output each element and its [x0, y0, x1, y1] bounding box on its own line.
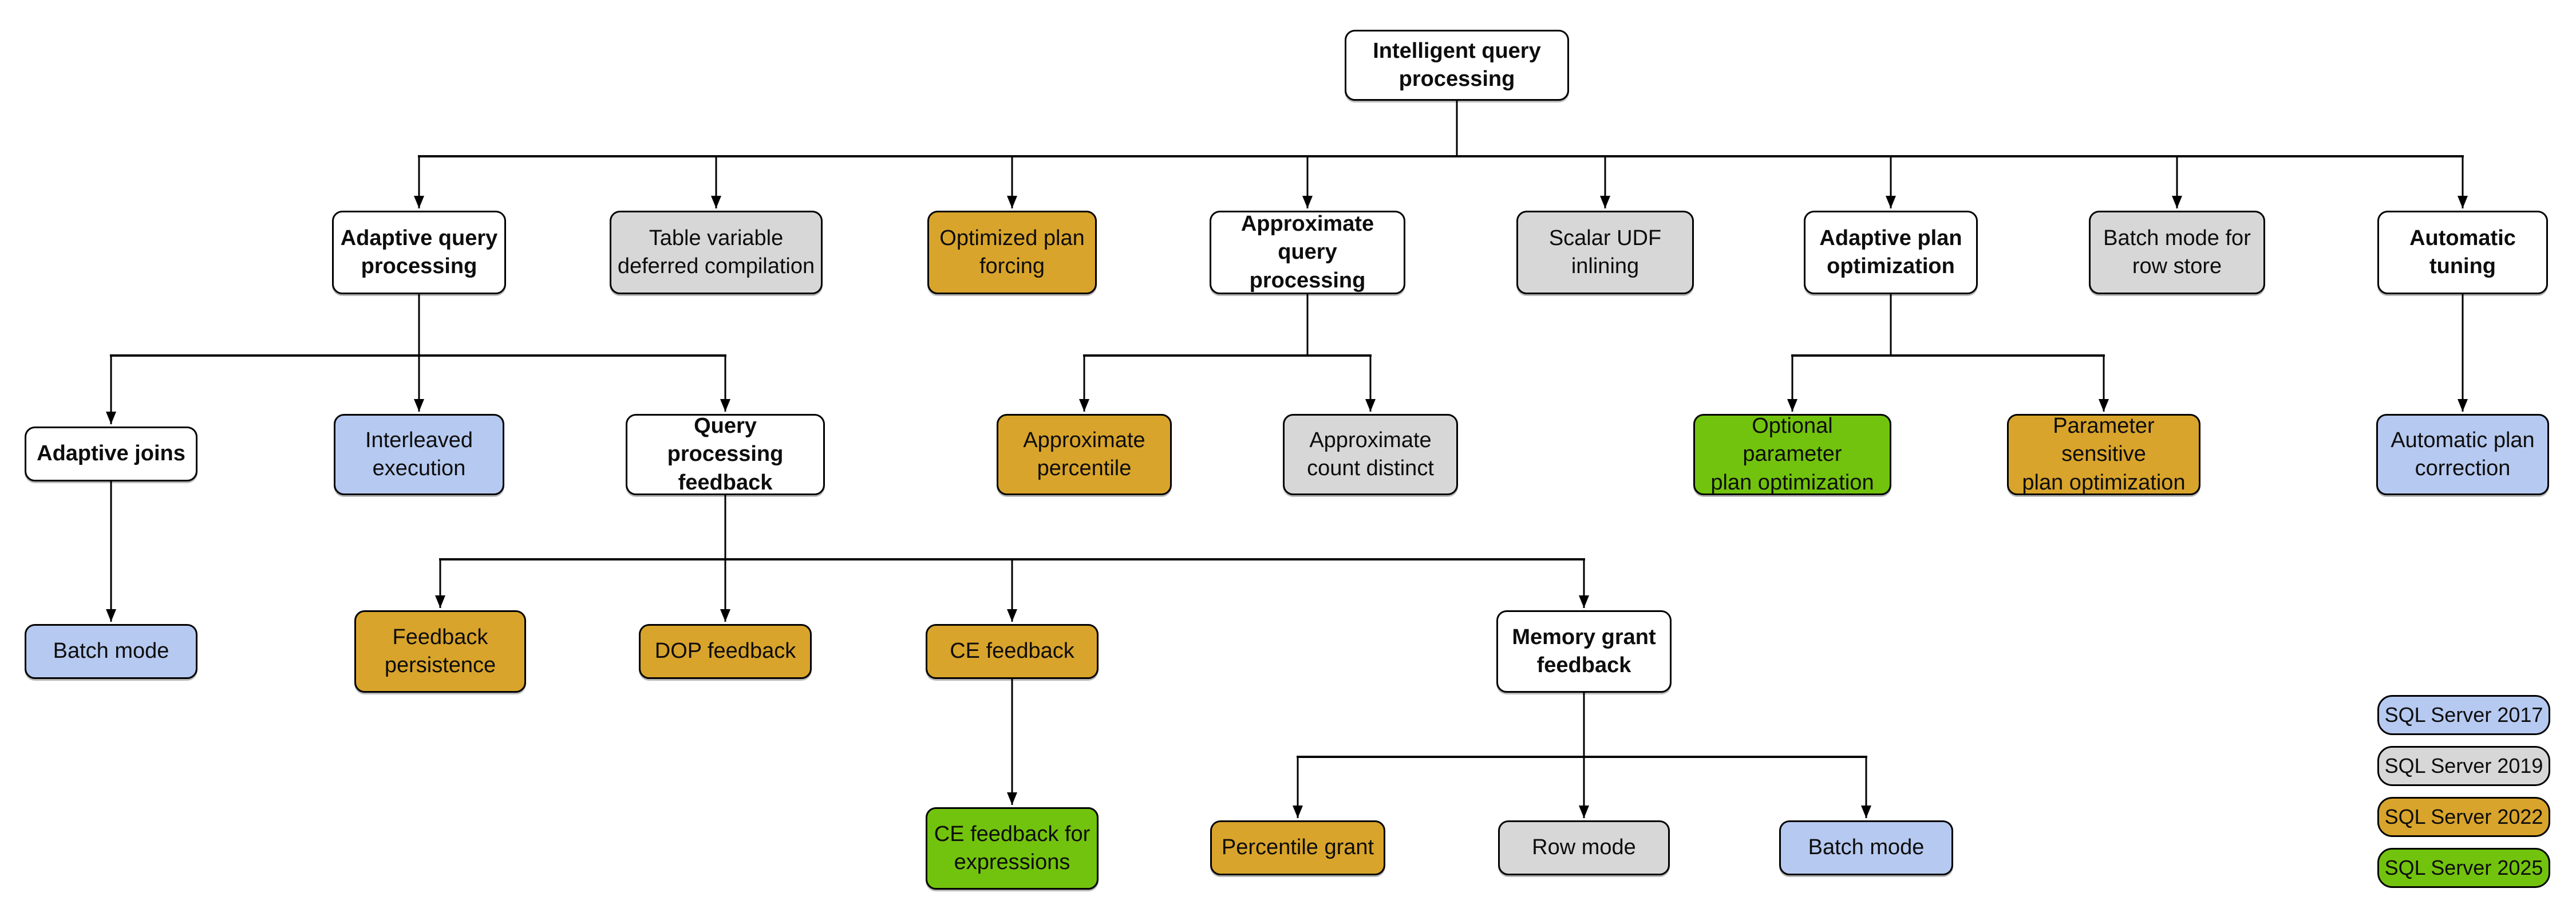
legend-item-sql2019: SQL Server 2019 [2377, 746, 2550, 786]
legend-item-sql2022: SQL Server 2022 [2377, 797, 2550, 837]
node-batch-mode-for-row-store: Batch mode for row store [2089, 211, 2265, 294]
node-batch-mode-adaptive-joins: Batch mode [25, 624, 197, 679]
node-memory-grant-feedback: Memory grant feedback [1496, 610, 1672, 693]
node-row-mode: Row mode [1498, 820, 1670, 875]
node-ce-feedback: CE feedback [926, 624, 1099, 679]
node-feedback-persistence: Feedback persistence [354, 610, 526, 693]
node-optional-parameter-plan-optimization: Optional parameter plan optimization [1693, 414, 1891, 495]
node-dop-feedback: DOP feedback [639, 624, 812, 679]
node-adaptive-query-processing: Adaptive query processing [332, 211, 506, 294]
node-automatic-plan-correction: Automatic plan correction [2376, 414, 2549, 495]
node-adaptive-joins: Adaptive joins [25, 427, 197, 481]
node-adaptive-plan-optimization: Adaptive plan optimization [1804, 211, 1978, 294]
node-scalar-udf-inlining: Scalar UDF inlining [1516, 211, 1694, 294]
node-batch-mode-memory-grant: Batch mode [1779, 820, 1953, 875]
node-ce-feedback-for-expressions: CE feedback for expressions [926, 807, 1099, 890]
node-automatic-tuning: Automatic tuning [2377, 211, 2548, 294]
node-approximate-percentile: Approximate percentile [997, 414, 1172, 495]
node-approximate-count-distinct: Approximate count distinct [1283, 414, 1458, 495]
node-root: Intelligent query processing [1345, 30, 1569, 101]
node-percentile-grant: Percentile grant [1210, 820, 1385, 875]
legend-item-sql2025: SQL Server 2025 [2377, 848, 2550, 888]
node-approximate-query-processing: Approximate query processing [1210, 211, 1405, 294]
node-query-processing-feedback: Query processing feedback [626, 414, 825, 495]
node-parameter-sensitive-plan-optimization: Parameter sensitive plan optimization [2007, 414, 2200, 495]
legend-item-sql2017: SQL Server 2017 [2377, 695, 2550, 735]
node-table-variable-deferred-compilation: Table variable deferred compilation [610, 211, 823, 294]
node-optimized-plan-forcing: Optimized plan forcing [927, 211, 1097, 294]
node-interleaved-execution: Interleaved execution [334, 414, 504, 495]
